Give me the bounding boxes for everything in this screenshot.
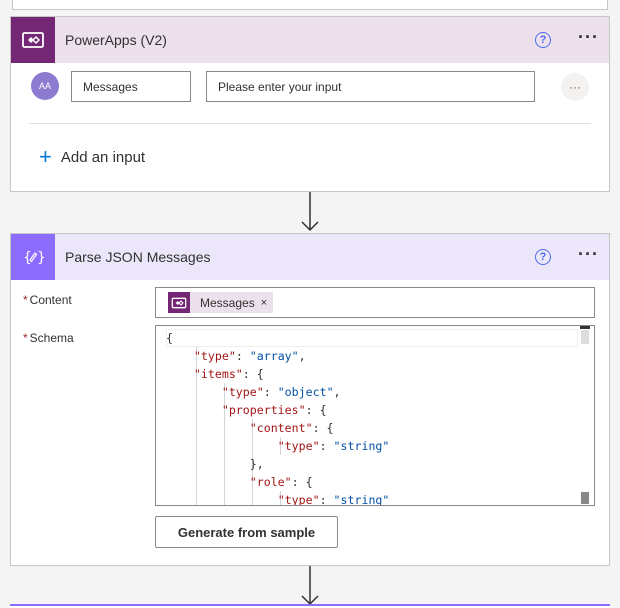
- schema-label: *Schema: [23, 331, 74, 345]
- dynamic-content-token[interactable]: Messages ×: [168, 292, 274, 313]
- schema-code-line: "properties": {: [221, 403, 327, 417]
- plus-icon: +: [39, 144, 52, 169]
- add-input-label: Add an input: [60, 148, 146, 166]
- parse-json-card: { } Parse JSON Messages ? ··· *Content M…: [10, 233, 610, 566]
- indent-guide: [280, 491, 281, 505]
- schema-code-line: "items": {: [193, 367, 264, 381]
- flow-arrow-icon: [301, 566, 319, 606]
- schema-code-line: "type": "string": [277, 439, 390, 453]
- card-title: PowerApps (V2): [65, 32, 167, 48]
- input-more-options-icon[interactable]: ···: [561, 73, 589, 101]
- more-options-icon[interactable]: ···: [578, 27, 599, 47]
- input-row: AA Messages Please enter your input ···: [29, 71, 591, 103]
- token-label: Messages: [200, 295, 255, 310]
- generate-from-sample-button[interactable]: Generate from sample: [155, 516, 338, 548]
- help-icon[interactable]: ?: [535, 249, 551, 265]
- current-line-highlight: [166, 329, 578, 347]
- data-operation-icon: { }: [11, 234, 55, 280]
- schema-code-line: "type": "string": [277, 493, 390, 506]
- more-options-icon[interactable]: ···: [578, 244, 599, 264]
- svg-text:}: }: [37, 250, 45, 266]
- indent-guide: [252, 419, 253, 505]
- indent-guide: [280, 437, 281, 455]
- next-card-edge: [10, 604, 610, 608]
- scrollbar-thumb-bottom[interactable]: [581, 492, 589, 504]
- input-name-field[interactable]: Messages: [71, 71, 191, 102]
- previous-card-edge: [12, 0, 608, 10]
- indent-guide: [224, 383, 225, 505]
- scrollbar-cap: [580, 326, 590, 329]
- indent-guide: [196, 347, 197, 505]
- schema-code-line: },: [249, 457, 264, 471]
- content-input[interactable]: Messages ×: [155, 287, 595, 318]
- schema-editor[interactable]: { "type": "array", "items": { "type": "o…: [155, 325, 595, 506]
- scrollbar-thumb[interactable]: [581, 330, 589, 344]
- schema-code-line: "type": "array",: [193, 349, 306, 363]
- schema-code-line: "content": {: [249, 421, 334, 435]
- powerapps-icon: [11, 17, 55, 63]
- remove-token-icon[interactable]: ×: [260, 296, 268, 309]
- help-icon[interactable]: ?: [535, 32, 551, 48]
- text-type-icon: AA: [31, 72, 59, 100]
- schema-code: { "type": "array", "items": { "type": "o…: [166, 329, 390, 506]
- schema-code-line: "type": "object",: [221, 385, 341, 399]
- powerapps-icon: [168, 292, 190, 313]
- schema-code-line: {: [166, 331, 173, 345]
- schema-code-line: "role": {: [249, 475, 313, 489]
- parse-json-card-header[interactable]: { } Parse JSON Messages ? ···: [11, 234, 609, 280]
- divider: [29, 123, 591, 124]
- input-placeholder-field[interactable]: Please enter your input: [206, 71, 535, 102]
- svg-text:{: {: [23, 250, 32, 266]
- flow-arrow-icon: [301, 192, 319, 232]
- powerapps-card-header[interactable]: PowerApps (V2) ? ···: [11, 17, 609, 63]
- card-title: Parse JSON Messages: [65, 249, 211, 265]
- add-input-button[interactable]: + Add an input: [39, 144, 146, 169]
- content-label: *Content: [23, 293, 72, 307]
- powerapps-trigger-card: PowerApps (V2) ? ··· AA Messages Please …: [10, 16, 610, 192]
